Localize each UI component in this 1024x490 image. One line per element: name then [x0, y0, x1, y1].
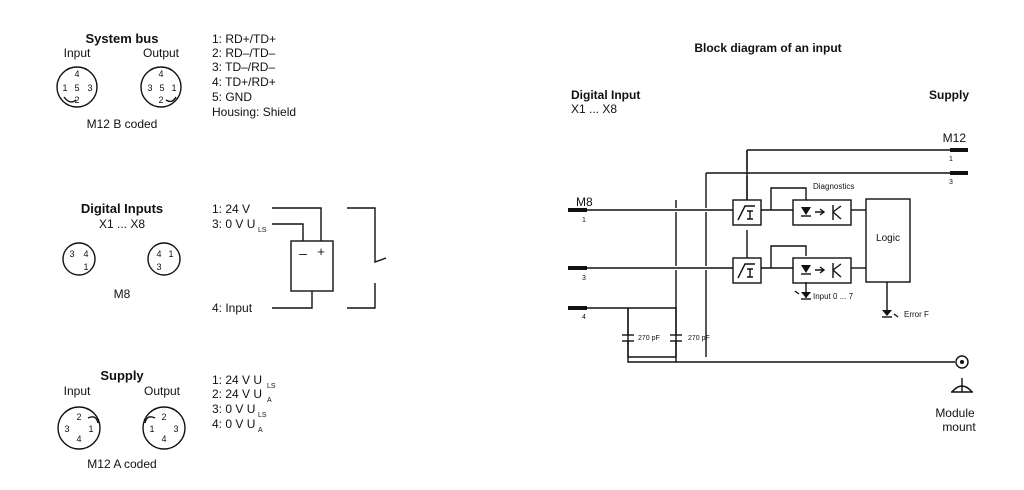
m8-pin3-label: 3 [582, 275, 586, 282]
pinout-subscript: LS [258, 412, 267, 419]
error-led-icon: Error F [882, 310, 929, 319]
pin-label: 1 [88, 424, 93, 434]
system-bus-output-connector: 4 3 5 1 2 [140, 66, 182, 108]
supply-output-label: Output [144, 384, 181, 398]
pinout-line: 1: RD+/TD+ [212, 32, 276, 46]
cap2-label: 270 pF [688, 335, 710, 342]
pinout-line: 5: GND [212, 90, 252, 104]
pin-label: 2 [74, 95, 79, 105]
pin-label: 5 [159, 83, 164, 93]
pin-label: 4 [83, 249, 88, 259]
supply-output-connector: 2 1 3 4 [142, 406, 186, 450]
pinout-line: Housing: Shield [212, 105, 296, 119]
sensor-wiring-diagram: – + [272, 207, 387, 309]
m12-supply-terminal: M12 1 3 [943, 131, 968, 186]
supply-input-connector: 2 3 1 4 [57, 406, 101, 450]
pin-label: 4 [76, 434, 81, 444]
pin-label: 4 [158, 69, 163, 79]
m12-label: M12 [943, 131, 967, 145]
system-bus-input-connector: 4 1 5 3 2 [56, 66, 98, 108]
digital-input-sublabel: X1 ... X8 [571, 102, 617, 116]
system-bus-input-label: Input [64, 46, 91, 60]
m12-pin3-label: 3 [949, 179, 953, 186]
pinout-line: 4: TD+/RD+ [212, 75, 276, 89]
m8-connector-type: M8 [114, 287, 131, 301]
pin-label: 2 [158, 95, 163, 105]
pin1-label: 1: 24 V [212, 202, 250, 216]
pin-label: 3 [64, 424, 69, 434]
m8-right-connector: 4 1 3 [147, 242, 181, 276]
module-mount-label-2: mount [942, 420, 976, 434]
sensor-box [290, 240, 334, 292]
pin-label: 3 [87, 83, 92, 93]
system-bus-connector-type: M12 B coded [87, 117, 158, 131]
pin-label: 1 [83, 262, 88, 272]
system-bus-output-label: Output [143, 46, 180, 60]
pin-label: 4 [156, 249, 161, 259]
sensor-plus: + [317, 244, 325, 259]
pin-label: 1 [168, 249, 173, 259]
supply-input-label: Input [64, 384, 91, 398]
pin3-label: 3: 0 V U [212, 217, 255, 231]
pinout-line: 2: RD–/TD– [212, 46, 276, 60]
pin-label: 4 [161, 434, 166, 444]
pin-label: 4 [74, 69, 79, 79]
pin-label: 1 [171, 83, 176, 93]
supply-title: Supply [100, 368, 144, 383]
block-diagram-title: Block diagram of an input [694, 41, 841, 55]
block-wiring [587, 149, 955, 363]
m8-pin1-label: 1 [582, 217, 586, 224]
m12-pin1-label: 1 [949, 156, 953, 163]
pinout-line: 4: 0 V U [212, 417, 255, 431]
pin-label: 3 [173, 424, 178, 434]
supply-pinout: 1: 24 V U LS 2: 24 V U A 3: 0 V U LS 4: … [212, 373, 276, 434]
input-led-icon: Input 0 ... 7 [794, 290, 854, 301]
schmitt-trigger-top [732, 199, 762, 226]
module-mount-ground-icon: Module mount [935, 355, 976, 434]
pin-label: 2 [161, 412, 166, 422]
pinout-line: 3: TD–/RD– [212, 60, 275, 74]
pinout-line: 1: 24 V U [212, 373, 262, 387]
pin-label: 5 [74, 83, 79, 93]
logic-block: Logic [865, 198, 911, 283]
supply-connector-type: M12 A coded [87, 457, 156, 471]
pin4-label: 4: Input [212, 301, 253, 315]
schmitt-trigger-bottom [732, 257, 762, 284]
capacitor-2: 270 pF [670, 334, 710, 342]
cap1-label: 270 pF [638, 335, 660, 342]
pin-label: 3 [156, 262, 161, 272]
diagnostics-label: Diagnostics [813, 182, 854, 191]
switch-symbol [347, 207, 387, 309]
digital-inputs-subtitle: X1 ... X8 [99, 217, 145, 231]
digital-inputs-title: Digital Inputs [81, 201, 163, 216]
pin-label: 1 [149, 424, 154, 434]
m8-left-connector: 3 4 1 [62, 242, 96, 276]
m8-input-terminal: M8 1 3 4 [568, 195, 593, 321]
pinout-subscript: A [267, 397, 272, 404]
m8-pin4-label: 4 [582, 314, 586, 321]
pin3-subscript: LS [258, 227, 267, 234]
digital-input-label: Digital Input [571, 88, 640, 102]
optocoupler-top [792, 199, 852, 226]
module-mount-label-1: Module [935, 406, 975, 420]
pin-label: 3 [69, 249, 74, 259]
optocoupler-bottom [792, 257, 852, 284]
error-led-label: Error F [904, 310, 929, 319]
pin-label: 1 [62, 83, 67, 93]
system-bus-title: System bus [86, 31, 159, 46]
supply-label: Supply [929, 88, 969, 102]
pinout-subscript: A [258, 427, 263, 434]
pin-label: 2 [76, 412, 81, 422]
capacitor-1: 270 pF [622, 334, 660, 342]
pin-label: 3 [147, 83, 152, 93]
sensor-minus: – [299, 245, 307, 261]
m8-label: M8 [576, 195, 593, 209]
input-led-label: Input 0 ... 7 [813, 292, 854, 301]
system-bus-pinout: 1: RD+/TD+ 2: RD–/TD– 3: TD–/RD– 4: TD+/… [212, 32, 296, 119]
pinout-line: 2: 24 V U [212, 387, 262, 401]
pinout-line: 3: 0 V U [212, 402, 255, 416]
pinout-subscript: LS [267, 383, 276, 390]
logic-label: Logic [876, 233, 900, 244]
